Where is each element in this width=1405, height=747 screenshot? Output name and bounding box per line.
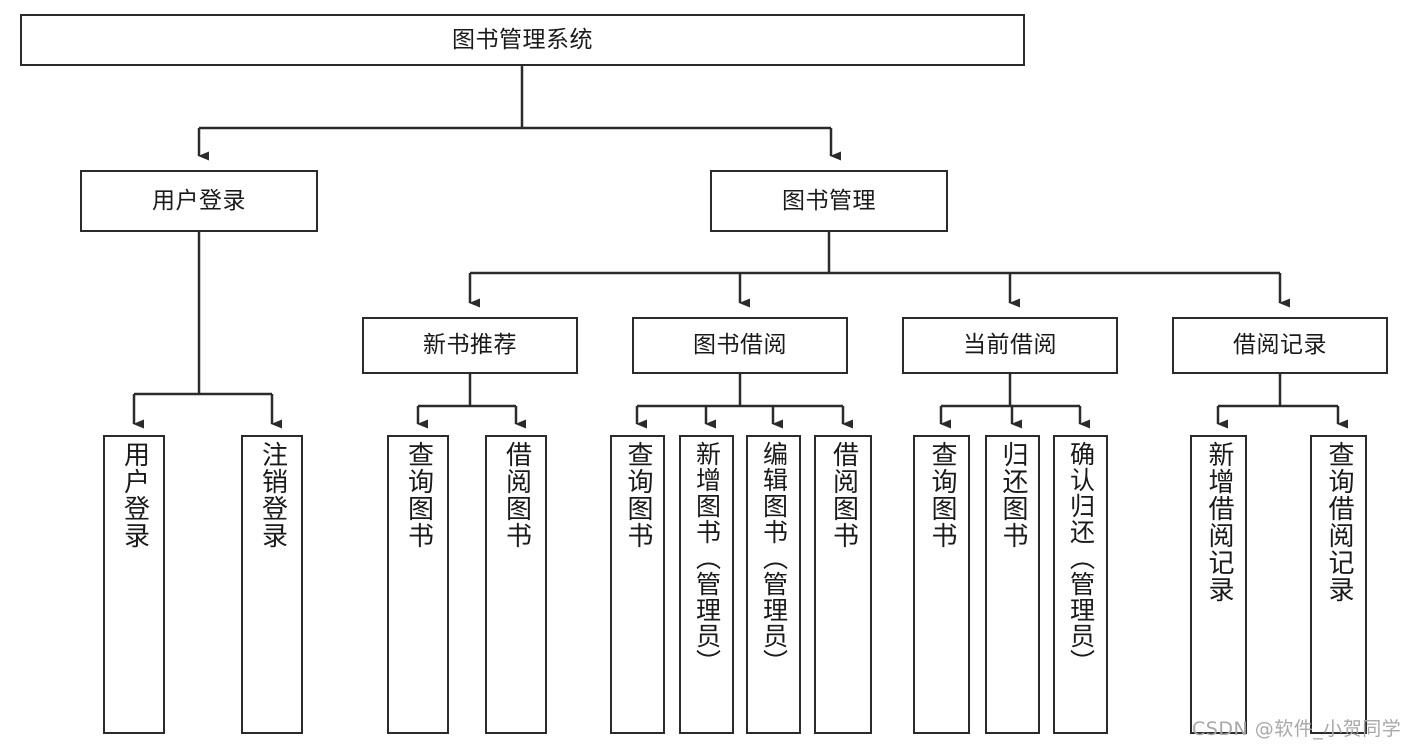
node-leaf-query-book-cur[interactable]: 查询图书 (913, 435, 970, 734)
node-root[interactable]: 图书管理系统 (20, 14, 1025, 66)
node-leaf-user-login-label: 用户登录 (119, 441, 150, 549)
watermark-text: CSDN @软件_小贺同学 (1192, 718, 1402, 740)
node-leaf-query-book-rec-label: 查询图书 (403, 441, 434, 549)
node-leaf-add-borrow-record[interactable]: 新增借阅记录 (1190, 435, 1247, 734)
node-leaf-edit-book-admin-label: 编辑图书（管理员） (759, 441, 789, 675)
node-new-book-recommend-label: 新书推荐 (423, 332, 517, 359)
node-leaf-query-book-borrow[interactable]: 查询图书 (610, 435, 665, 734)
node-leaf-query-book-rec[interactable]: 查询图书 (387, 435, 449, 734)
node-leaf-edit-book-admin[interactable]: 编辑图书（管理员） (746, 435, 801, 734)
node-leaf-add-book-admin[interactable]: 新增图书（管理员） (679, 435, 734, 734)
node-leaf-confirm-return-admin-label: 确认归还（管理员） (1066, 441, 1096, 675)
node-user-login-label: 用户登录 (152, 187, 246, 214)
node-leaf-confirm-return-admin[interactable]: 确认归还（管理员） (1053, 435, 1108, 734)
node-new-book-recommend[interactable]: 新书推荐 (362, 317, 578, 374)
node-book-borrow-label: 图书借阅 (693, 332, 787, 359)
node-user-login[interactable]: 用户登录 (80, 170, 318, 232)
node-current-borrow-label: 当前借阅 (963, 332, 1057, 359)
node-leaf-user-logout[interactable]: 注销登录 (241, 435, 303, 734)
node-leaf-add-borrow-record-label: 新增借阅记录 (1204, 441, 1235, 603)
node-leaf-add-book-admin-label: 新增图书（管理员） (692, 441, 722, 675)
node-book-manage[interactable]: 图书管理 (710, 170, 948, 232)
node-book-manage-label: 图书管理 (782, 187, 876, 214)
node-current-borrow[interactable]: 当前借阅 (902, 317, 1118, 374)
node-root-label: 图书管理系统 (452, 26, 593, 53)
node-leaf-query-borrow-record-label: 查询借阅记录 (1324, 441, 1355, 603)
node-leaf-borrow-book[interactable]: 借阅图书 (814, 435, 872, 734)
node-leaf-query-book-borrow-label: 查询图书 (623, 441, 654, 549)
node-book-borrow[interactable]: 图书借阅 (632, 317, 848, 374)
node-leaf-return-book[interactable]: 归还图书 (985, 435, 1040, 734)
node-leaf-borrow-book-label: 借阅图书 (828, 441, 859, 549)
node-borrow-record-label: 借阅记录 (1233, 332, 1327, 359)
node-leaf-query-borrow-record[interactable]: 查询借阅记录 (1310, 435, 1367, 734)
node-leaf-query-book-cur-label: 查询图书 (927, 441, 958, 549)
node-leaf-user-logout-label: 注销登录 (257, 441, 288, 549)
node-leaf-return-book-label: 归还图书 (998, 441, 1029, 549)
node-leaf-borrow-book-rec[interactable]: 借阅图书 (485, 435, 547, 734)
node-leaf-borrow-book-rec-label: 借阅图书 (501, 441, 532, 549)
node-borrow-record[interactable]: 借阅记录 (1172, 317, 1388, 374)
node-leaf-user-login[interactable]: 用户登录 (103, 435, 165, 734)
